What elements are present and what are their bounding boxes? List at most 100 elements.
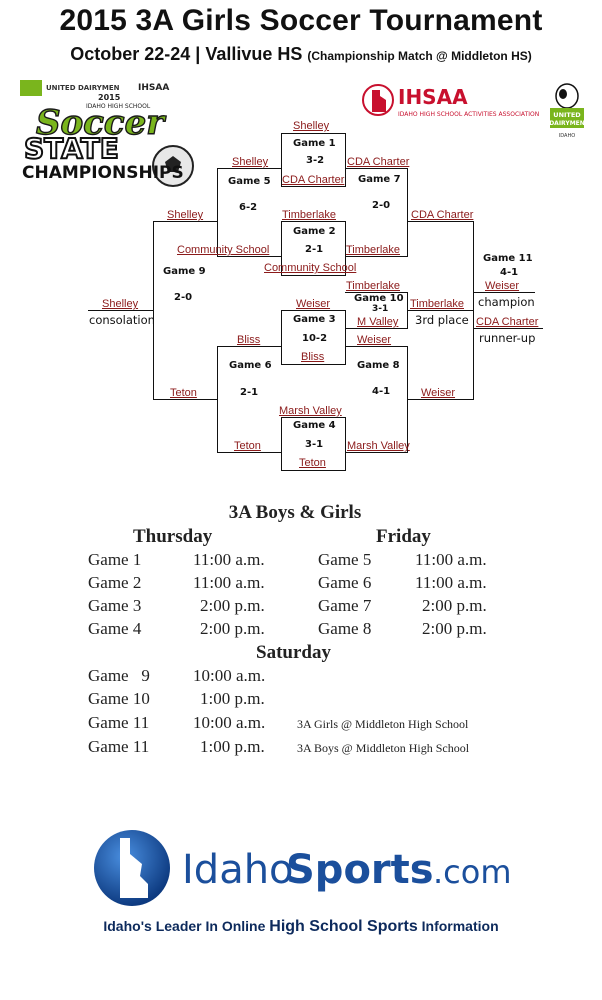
thu-time-3: 2:00 p.m. (200, 596, 265, 615)
sat-game-11b: Game 11 (88, 737, 150, 756)
friday-heading: Friday (376, 526, 431, 547)
g11-team-top[interactable]: CDA Charter (411, 209, 474, 221)
tagline-part-3: Information (417, 918, 499, 934)
svg-text:IDAHO: IDAHO (559, 133, 575, 139)
svg-text:CHAMPIONSHIPS: CHAMPIONSHIPS (22, 163, 184, 183)
g10-team-bottom[interactable]: M Valley (357, 316, 399, 328)
g2-team-top[interactable]: Timberlake (282, 209, 336, 221)
consolation-winner[interactable]: Shelley (102, 298, 139, 310)
sat-note-11b: 3A Boys @ Middleton High School (297, 741, 470, 755)
sat-game-10: Game 10 (88, 689, 150, 708)
g7-score: 2-0 (372, 200, 391, 211)
svg-text:Soccer: Soccer (36, 103, 166, 143)
g3-label: Game 3 (293, 314, 336, 325)
ihsaa-logo: IHSAA IDAHO HIGH SCHOOL ACTIVITIES ASSOC… (362, 82, 540, 122)
sat-note-11a: 3A Girls @ Middleton High School (297, 717, 469, 731)
g1-team-bottom[interactable]: CDA Charter (282, 174, 345, 186)
svg-text:DAIRYMEN: DAIRYMEN (549, 120, 585, 127)
fri-game-8: Game 8 (318, 619, 372, 638)
page-title: 2015 3A Girls Soccer Tournament (59, 4, 543, 37)
g11-team-bottom[interactable]: Weiser (421, 387, 456, 399)
sat-time-11b: 1:00 p.m. (200, 737, 265, 756)
g5-score: 6-2 (239, 202, 258, 213)
svg-text:IHSAA: IHSAA (398, 85, 468, 109)
g3-score: 10-2 (302, 333, 328, 344)
g9-label: Game 9 (163, 266, 206, 277)
soccer-state-championships-logo: UNITED DAIRYMEN 2015 IHSAA IDAHO HIGH SC… (18, 78, 218, 188)
tagline-part-2: High School Sports (269, 918, 418, 935)
g6-label: Game 6 (229, 360, 272, 371)
g5-team-top[interactable]: Shelley (232, 156, 269, 168)
g10-score: 3-1 (372, 304, 389, 314)
g7-team-top[interactable]: CDA Charter (347, 156, 410, 168)
g2-team-bottom[interactable]: Community School (264, 262, 357, 274)
g2-score: 2-1 (305, 244, 324, 255)
sat-game-9: Game 9 (88, 666, 150, 685)
idaho-state-icon (120, 838, 148, 898)
fri-time-8: 2:00 p.m. (422, 619, 487, 638)
g9-team-top[interactable]: Shelley (167, 209, 204, 221)
runnerup-label: runner-up (479, 331, 536, 345)
svg-text:UNITED DAIRYMEN: UNITED DAIRYMEN (46, 84, 120, 92)
third-place-label: 3rd place (415, 313, 469, 327)
thu-game-3: Game 3 (88, 596, 142, 615)
g8-label: Game 8 (357, 360, 400, 371)
g8-team-top[interactable]: Weiser (357, 334, 392, 346)
g6-team-top[interactable]: Bliss (237, 334, 261, 346)
g7-team-bottom[interactable]: Timberlake (346, 244, 400, 256)
g8-team-bottom[interactable]: Marsh Valley (347, 440, 410, 452)
champion-label: champion (478, 295, 535, 309)
g6-team-bottom[interactable]: Teton (234, 440, 261, 452)
sat-time-11a: 10:00 a.m. (193, 713, 266, 732)
g3-team-top[interactable]: Weiser (296, 298, 331, 310)
g4-team-top[interactable]: Marsh Valley (279, 405, 342, 417)
page-subtitle: October 22-24 | Vallivue HS (Championshi… (0, 44, 602, 65)
g3-team-bottom[interactable]: Bliss (301, 351, 325, 363)
sat-time-9: 10:00 a.m. (193, 666, 266, 685)
svg-text:STATE: STATE (24, 132, 119, 165)
fri-time-5: 11:00 a.m. (415, 550, 487, 569)
g4-label: Game 4 (293, 420, 336, 431)
g10-team-top[interactable]: Timberlake (346, 280, 400, 292)
g2-label: Game 2 (293, 226, 336, 237)
svg-text:IDAHO HIGH SCHOOL: IDAHO HIGH SCHOOL (86, 103, 151, 110)
fri-time-6: 11:00 a.m. (415, 573, 487, 592)
g1-label: Game 1 (293, 138, 336, 149)
g7-label: Game 7 (358, 174, 401, 185)
svg-text:IHSAA: IHSAA (138, 83, 169, 93)
g4-team-bottom[interactable]: Teton (299, 457, 326, 469)
g9-team-bottom[interactable]: Teton (170, 387, 197, 399)
runnerup-team[interactable]: CDA Charter (476, 316, 539, 328)
fri-game-6: Game 6 (318, 573, 372, 592)
g9-score: 2-0 (174, 292, 193, 303)
g1-team-top[interactable]: Shelley (293, 120, 330, 132)
subtitle-main: October 22-24 | Vallivue HS (70, 44, 303, 64)
g11-label: Game 11 (483, 253, 533, 264)
tagline: Idaho's Leader In Online High School Spo… (0, 918, 602, 936)
fri-game-7: Game 7 (318, 596, 372, 615)
idahosports-logo[interactable]: Idaho Sports .com (90, 828, 520, 908)
thu-game-4: Game 4 (88, 619, 142, 638)
champion-team[interactable]: Weiser (485, 280, 520, 292)
g5-team-bottom[interactable]: Community School (177, 244, 270, 256)
fri-game-5: Game 5 (318, 550, 372, 569)
svg-text:.com: .com (433, 853, 512, 891)
g4-score: 3-1 (305, 439, 324, 450)
g8-score: 4-1 (372, 386, 391, 397)
united-dairymen-logo: UNITED DAIRYMEN IDAHO (546, 82, 588, 142)
sat-time-10: 1:00 p.m. (200, 689, 265, 708)
thu-time-4: 2:00 p.m. (200, 619, 265, 638)
g10-winner[interactable]: Timberlake (410, 298, 464, 310)
thu-time-2: 11:00 a.m. (193, 573, 265, 592)
cow-icon (555, 83, 579, 109)
svg-text:Idaho: Idaho (182, 847, 294, 893)
svg-text:IDAHO HIGH SCHOOL ACTIVITIES A: IDAHO HIGH SCHOOL ACTIVITIES ASSOCIATION (398, 111, 539, 118)
tagline-part-1: Idaho's Leader In Online (103, 918, 270, 934)
g6-score: 2-1 (240, 387, 259, 398)
thu-time-1: 11:00 a.m. (193, 550, 265, 569)
g11-score: 4-1 (500, 267, 519, 278)
saturday-heading: Saturday (256, 642, 331, 663)
g1-score: 3-2 (306, 155, 325, 166)
idaho-state-icon (372, 90, 386, 112)
consolation-label: consolation (89, 313, 155, 327)
